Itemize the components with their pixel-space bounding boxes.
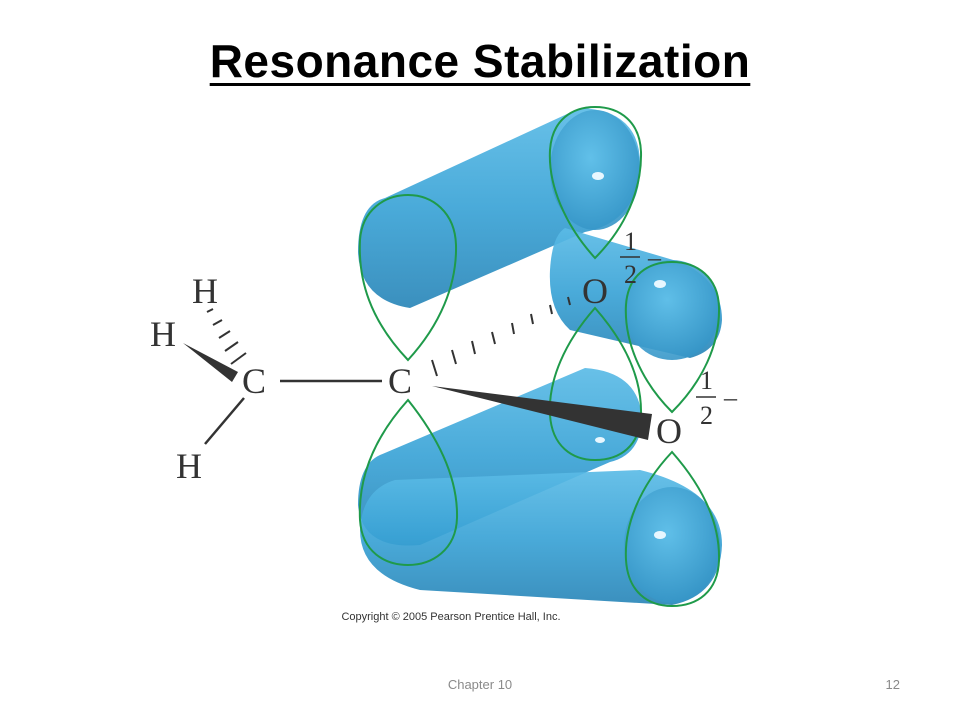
- atom-c-carbonyl: C: [388, 361, 412, 401]
- c-o-hashed-bond: [431, 296, 571, 377]
- charge-sign: –: [647, 243, 662, 272]
- atom-o-upper: O: [582, 271, 608, 311]
- copyright-notice: Copyright © 2005 Pearson Prentice Hall, …: [341, 611, 561, 623]
- charge-denominator: 2: [624, 260, 637, 289]
- carbon-p-orbital-bottom-lobe: [358, 398, 459, 567]
- partial-charge-lower-oxygen: 1 2 –: [696, 366, 738, 430]
- partial-charge-upper-oxygen: 1 2 –: [620, 227, 662, 289]
- carbon-p-orbital-top-lobe: [358, 193, 458, 362]
- footer-chapter: Chapter 10: [447, 677, 513, 692]
- atom-h-left: H: [150, 314, 176, 354]
- c-h-bottom-bond: [204, 397, 245, 445]
- page-number: 12: [885, 677, 900, 692]
- lower-oxygen-p-orbital-bottom-lobe: [624, 450, 721, 608]
- middle-orbital-tube: [549, 228, 722, 360]
- upper-orbital-tube: [358, 108, 641, 308]
- atom-h-bottom: H: [176, 446, 202, 486]
- charge-numerator: 1: [700, 366, 713, 395]
- charge-denominator: 2: [700, 401, 713, 430]
- p-orbital-lobe-outlines: [358, 105, 721, 608]
- lower-oxygen-p-orbital-top-lobe: [624, 260, 721, 414]
- atom-c-methyl: C: [242, 361, 266, 401]
- slide-title: Resonance Stabilization: [209, 35, 751, 87]
- atom-o-lower: O: [656, 411, 682, 451]
- charge-numerator: 1: [624, 227, 637, 256]
- charge-sign: –: [723, 383, 738, 412]
- molecular-bonds: [183, 296, 652, 445]
- upper-oxygen-p-orbital-bottom-lobe: [548, 306, 643, 462]
- atom-h-top: H: [192, 271, 218, 311]
- c-h-wedge-bond: [183, 343, 238, 382]
- c-o-wedge-bond: [432, 386, 652, 440]
- c-h-hashed-bond: [206, 308, 247, 365]
- upper-oxygen-p-orbital-top-lobe: [548, 105, 643, 260]
